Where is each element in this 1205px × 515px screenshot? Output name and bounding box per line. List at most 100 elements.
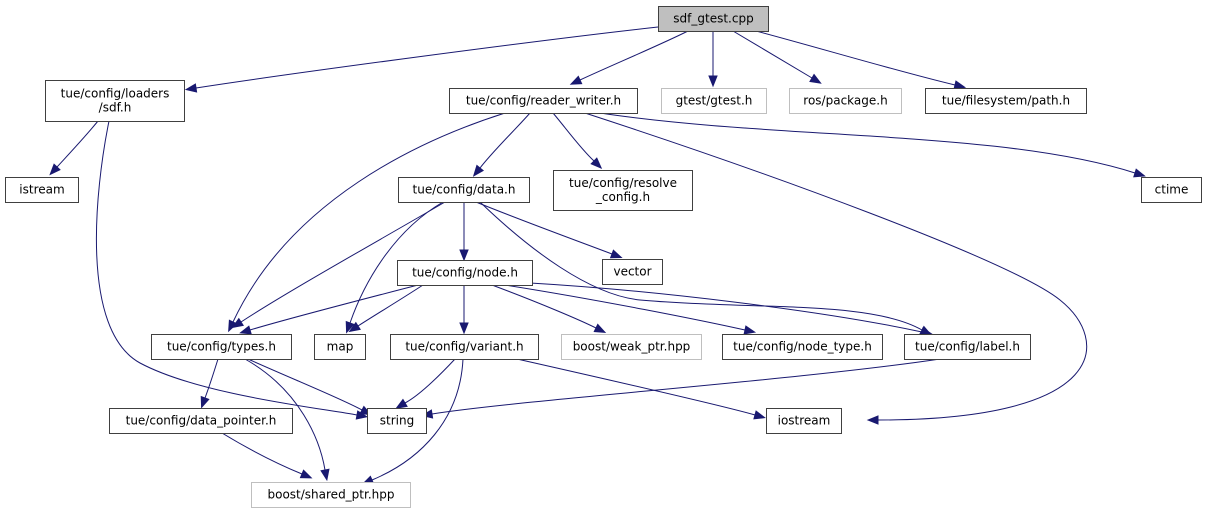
arrowhead-icon (1133, 168, 1146, 178)
edge-line (431, 358, 941, 415)
node-box (658, 6, 769, 32)
node-label: tue/config/data_pointer.h (126, 414, 277, 428)
edge-line (357, 284, 424, 327)
edge-data-to-map (345, 201, 444, 334)
node-box (766, 408, 842, 434)
edge-reader_writer-to-resolve_config (552, 112, 603, 169)
node-string[interactable]: string (367, 408, 427, 434)
node-label: sdf_gtest.cpp (673, 12, 753, 26)
node-label: tue/config/resolve (569, 176, 677, 190)
edge-line (249, 284, 419, 331)
node-box (925, 88, 1087, 114)
arrowhead-icon (569, 75, 583, 85)
node-resolve-config[interactable]: tue/config/resolve_config.h (553, 170, 693, 211)
node-box (367, 408, 427, 434)
edge-line (244, 358, 326, 471)
node-types[interactable]: tue/config/types.h (151, 334, 292, 360)
node-label: gtest/gtest.h (676, 94, 753, 108)
arrowhead-icon (753, 410, 766, 420)
edge-line (475, 201, 613, 255)
arrowhead-icon (239, 325, 252, 335)
edge-line (579, 30, 689, 81)
arrowhead-icon (184, 83, 198, 93)
node-box (5, 177, 79, 203)
arrowhead-icon (231, 317, 244, 329)
edge-reader_writer-to-types (228, 112, 506, 333)
node-label: boost/shared_ptr.hpp (268, 488, 395, 502)
node-label: tue/config/node_type.h (733, 340, 872, 354)
arrowhead-icon (395, 398, 408, 409)
node-box (314, 334, 366, 360)
arrowhead-icon (299, 469, 313, 479)
edge-line (584, 112, 1088, 421)
node-box (109, 408, 293, 434)
node-node[interactable]: tue/config/node.h (397, 260, 533, 286)
edge-data-to-label (479, 201, 933, 336)
edge-data-to-vector (475, 201, 623, 259)
arrowhead-icon (590, 157, 603, 169)
node-sdf-gtest[interactable]: sdf_gtest.cpp (658, 6, 769, 32)
node-ctime[interactable]: ctime (1141, 177, 1202, 203)
edge-line (479, 201, 923, 331)
edge-reader_writer-to-iostream (584, 112, 1088, 425)
edge-line (247, 358, 363, 411)
edge-sdf_gtest-to-fs_path (755, 30, 967, 90)
edge-line (221, 432, 303, 475)
edge-line (240, 201, 446, 323)
edge-data-to-node (459, 202, 469, 262)
arrowhead-icon (459, 322, 469, 335)
edge-types-to-data_pointer (200, 358, 219, 409)
node-box (398, 177, 530, 203)
edge-node-to-node_type (504, 284, 757, 335)
node-label: boost/weak_ptr.hpp (573, 340, 691, 354)
node-label: tue/config/variant.h (405, 340, 523, 354)
node-data-pointer[interactable]: tue/config/data_pointer.h (109, 408, 293, 434)
node-ros-package: ros/package.h (789, 88, 902, 114)
node-label: vector (613, 265, 651, 279)
node-box (1141, 177, 1202, 203)
arrowhead-icon (320, 468, 330, 482)
node-vector[interactable]: vector (602, 259, 663, 285)
edge-line (516, 358, 756, 416)
edge-line (479, 112, 531, 169)
node-gtest: gtest/gtest.h (661, 88, 767, 114)
edge-node-to-variant (459, 285, 469, 335)
edge-node-to-weak_ptr (491, 284, 607, 333)
edge-line (755, 30, 956, 86)
node-reader-writer[interactable]: tue/config/reader_writer.h (449, 88, 638, 114)
node-label: ctime (1155, 183, 1189, 197)
node-fs-path[interactable]: tue/filesystem/path.h (925, 88, 1087, 114)
node-box (151, 334, 292, 360)
arrowhead-icon (49, 163, 61, 176)
node-iostream[interactable]: iostream (766, 408, 842, 434)
edge-line (349, 201, 444, 324)
node-box (789, 88, 902, 114)
node-loaders-sdf[interactable]: tue/config/loaders/sdf.h (45, 80, 185, 122)
edge-sdf_gtest-to-loaders_sdf (184, 26, 659, 93)
edge-line (504, 284, 746, 331)
node-box (904, 334, 1031, 360)
edges-layer (49, 26, 1146, 485)
node-label: /sdf.h (99, 101, 132, 115)
node-box (45, 80, 185, 122)
node-node-type[interactable]: tue/config/node_type.h (722, 334, 883, 360)
edge-data-to-types (231, 201, 446, 329)
node-data[interactable]: tue/config/data.h (398, 177, 530, 203)
arrowhead-icon (348, 321, 361, 333)
node-label: iostream (778, 414, 831, 428)
edge-loaders_sdf-to-istream (49, 120, 99, 176)
edge-types-to-string (247, 358, 373, 416)
node-label: tue/config/types.h (167, 340, 276, 354)
node-map[interactable]: map (314, 334, 366, 360)
node-variant[interactable]: tue/config/variant.h (390, 334, 539, 360)
node-label: ros/package.h (803, 94, 887, 108)
edge-node-to-label (529, 282, 934, 337)
edge-line (232, 112, 506, 323)
node-box (390, 334, 539, 360)
edge-sdf_gtest-to-gtest (708, 31, 718, 88)
node-istream[interactable]: istream (5, 177, 79, 203)
node-label[interactable]: tue/config/label.h (904, 334, 1031, 360)
arrowhead-icon (345, 320, 355, 334)
edge-types-to-shared_ptr (244, 358, 330, 482)
